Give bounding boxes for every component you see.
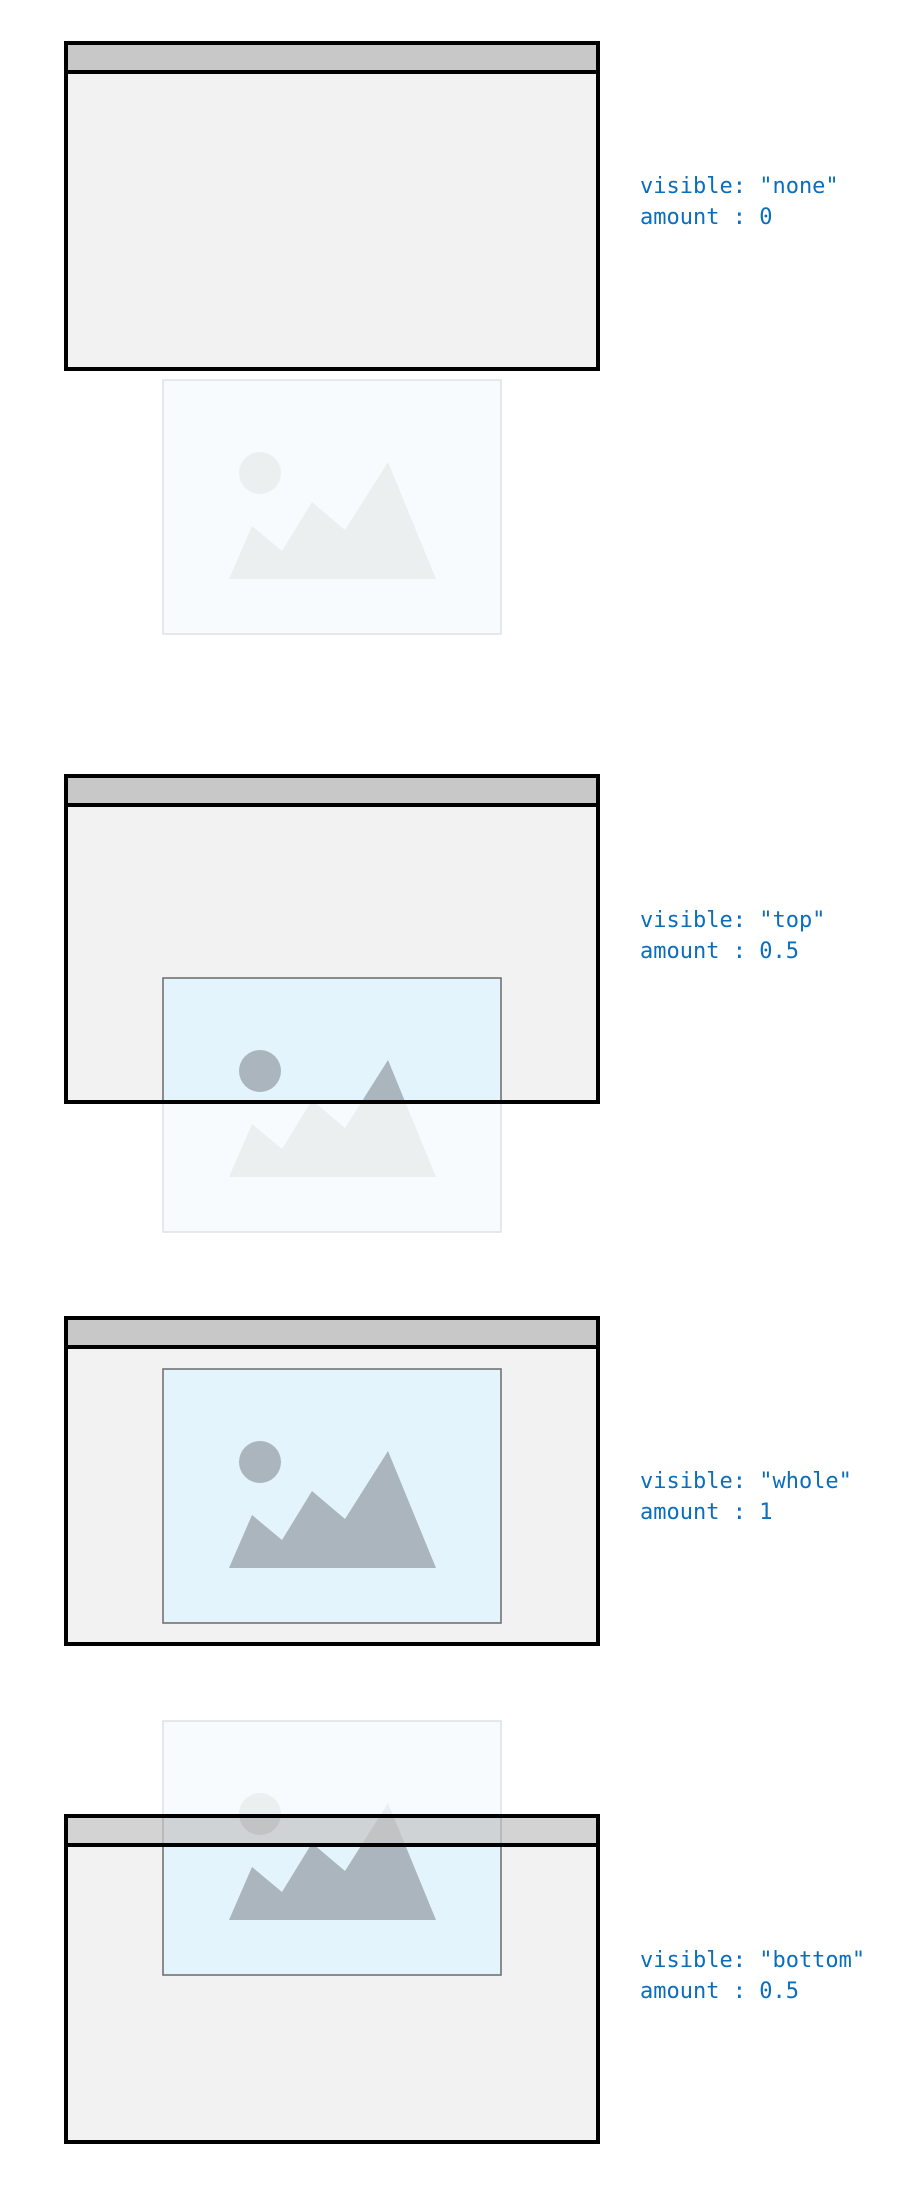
image-placeholder: [162, 977, 502, 1233]
amount-value-text: amount : 1: [640, 1500, 772, 1525]
visible-value-text: visible: "top": [640, 908, 825, 933]
amount-value-text: amount : 0.5: [640, 939, 799, 964]
viewport-frame: [64, 41, 600, 371]
viewport-header-bar: [64, 41, 600, 74]
image-visible-portion: [162, 977, 502, 1101]
amount-value-text: amount : 0.5: [640, 1979, 799, 2004]
example-top: visible: "top" amount : 0.5: [64, 774, 825, 1233]
viewport-header-bar: [64, 774, 600, 807]
image-placeholder: [162, 1720, 502, 1976]
visible-value-text: visible: "whole": [640, 1469, 852, 1494]
example-label: visible: "bottom" amount : 0.5: [640, 1948, 865, 2004]
example-label: visible: "whole" amount : 1: [640, 1469, 852, 1525]
image-placeholder: [162, 379, 502, 635]
example-none: visible: "none" amount : 0: [64, 41, 839, 635]
amount-value-text: amount : 0: [640, 205, 772, 230]
visible-value-text: visible: "none": [640, 174, 839, 199]
example-label: visible: "none" amount : 0: [640, 174, 839, 230]
viewport-header-bar: [64, 1316, 600, 1349]
visible-value-text: visible: "bottom": [640, 1948, 865, 1973]
image-placeholder: [162, 1368, 502, 1624]
viewport-header-bar: [64, 1814, 600, 1847]
example-bottom: visible: "bottom" amount : 0.5: [64, 1720, 865, 2144]
image-placeholder-icon: [229, 1441, 436, 1568]
example-whole: visible: "whole" amount : 1: [64, 1316, 852, 1646]
example-label: visible: "top" amount : 0.5: [640, 908, 825, 964]
image-placeholder-icon: [229, 452, 436, 579]
